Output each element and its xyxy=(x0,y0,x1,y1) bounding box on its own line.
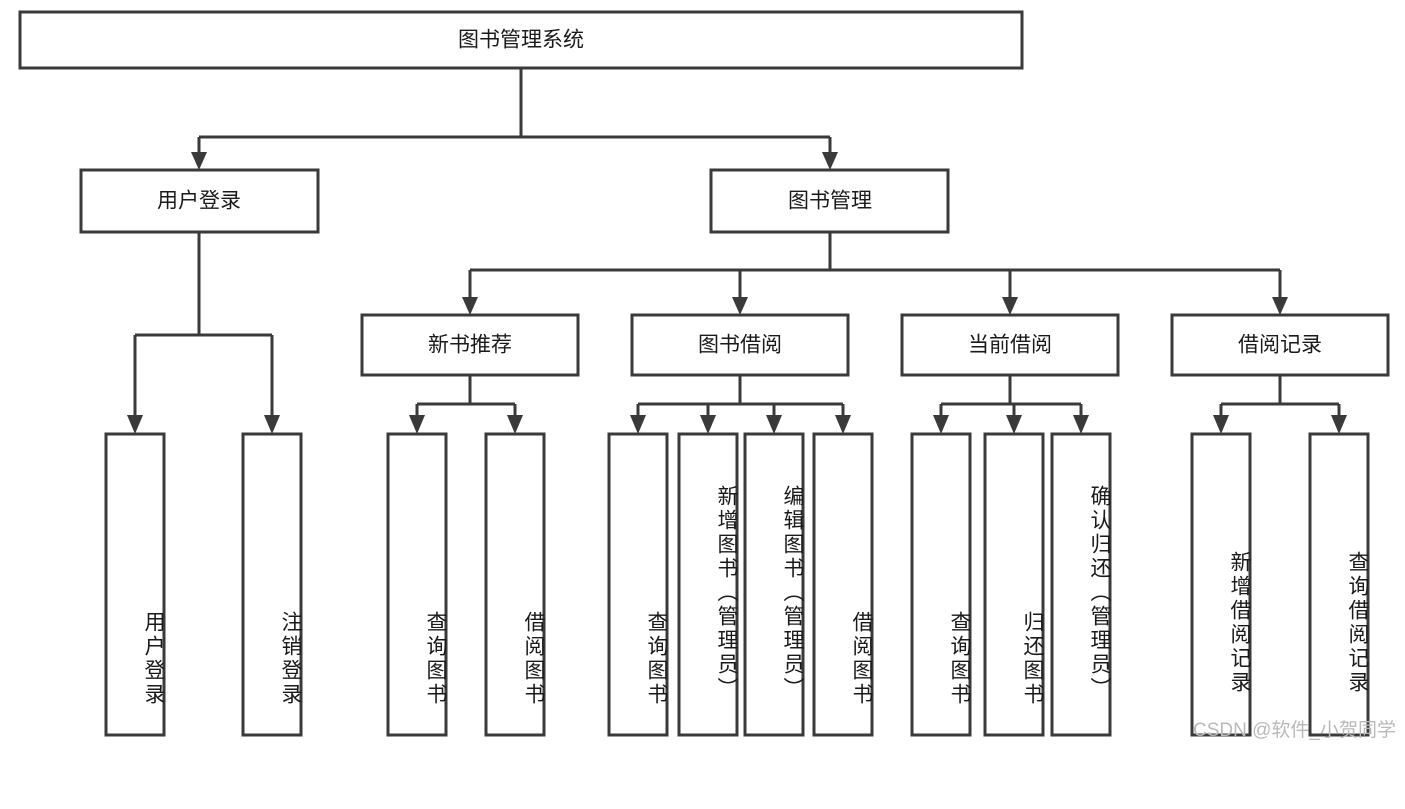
connector-borrow-record-to-leaves xyxy=(1213,375,1347,434)
node-user-login[interactable]: 用户登录 xyxy=(79,168,320,234)
arrow-head-icon xyxy=(127,415,143,434)
arrow-head-icon xyxy=(822,152,838,170)
connector-new-book-recommend-to-leaves xyxy=(409,375,523,434)
leaf-boxes-group xyxy=(104,432,1370,737)
node-borrow-record-label: 借阅记录 xyxy=(1238,334,1322,357)
connector-root-to-level2 xyxy=(191,68,838,170)
node-user-login-box[interactable] xyxy=(79,168,320,234)
node-user-login-label: 用户登录 xyxy=(157,190,241,213)
leaf-box-return-book[interactable] xyxy=(983,432,1045,737)
arrow-head-icon xyxy=(732,297,748,315)
arrow-head-icon xyxy=(766,415,782,434)
connector-book-management-to-level3 xyxy=(462,232,1288,315)
leaf-box-query-book-2[interactable] xyxy=(607,432,669,737)
leaf-box-query-book-1[interactable] xyxy=(386,432,448,737)
arrow-head-icon xyxy=(1073,415,1089,434)
node-new-book-recommend-label: 新书推荐 xyxy=(428,334,512,357)
node-current-borrow[interactable]: 当前借阅 xyxy=(900,313,1120,377)
leaf-box-add-borrow-record[interactable] xyxy=(1190,432,1252,737)
node-current-borrow-label: 当前借阅 xyxy=(968,334,1052,357)
leaf-box-edit-book-admin[interactable] xyxy=(743,432,805,737)
arrow-head-icon xyxy=(191,152,207,170)
node-root-box[interactable] xyxy=(18,10,1024,70)
node-book-management-label: 图书管理 xyxy=(788,190,872,213)
arrow-head-icon xyxy=(409,415,425,434)
leaf-box-confirm-return[interactable] xyxy=(1050,432,1112,737)
node-borrow-record[interactable]: 借阅记录 xyxy=(1170,313,1390,377)
leaf-box-borrow-book-1[interactable] xyxy=(484,432,546,737)
arrow-head-icon xyxy=(264,415,280,434)
arrow-head-icon xyxy=(462,297,478,315)
arrow-head-icon xyxy=(700,415,716,434)
leaf-box-user-login[interactable] xyxy=(104,432,166,737)
arrow-head-icon xyxy=(507,415,523,434)
arrow-head-icon xyxy=(630,415,646,434)
connector-book-borrow-to-leaves xyxy=(630,375,851,434)
node-new-book-recommend[interactable]: 新书推荐 xyxy=(360,313,580,377)
connector-user-login-to-leaves xyxy=(127,232,280,434)
connector-current-borrow-to-leaves xyxy=(933,375,1089,434)
arrow-head-icon xyxy=(1213,415,1229,434)
node-root-label: 图书管理系统 xyxy=(458,29,584,52)
node-current-borrow-box[interactable] xyxy=(900,313,1120,377)
arrow-head-icon xyxy=(1331,415,1347,434)
leaf-box-logout[interactable] xyxy=(241,432,303,737)
node-book-borrow-label: 图书借阅 xyxy=(698,334,782,357)
csdn-watermark: CSDN @软件_小贺同学 xyxy=(1193,720,1396,741)
leaf-box-borrow-book-2[interactable] xyxy=(812,432,874,737)
org-chart-svg: 图书管理系统 用户登录 图书管理 xyxy=(18,10,1390,737)
node-root[interactable]: 图书管理系统 xyxy=(18,10,1024,70)
arrow-head-icon xyxy=(1002,297,1018,315)
node-new-book-recommend-box[interactable] xyxy=(360,313,580,377)
leaf-box-query-borrow-record[interactable] xyxy=(1308,432,1370,737)
node-book-borrow[interactable]: 图书借阅 xyxy=(630,313,850,377)
leaf-box-query-book-3[interactable] xyxy=(910,432,972,737)
node-book-management[interactable]: 图书管理 xyxy=(709,168,950,234)
leaf-box-add-book-admin[interactable] xyxy=(677,432,739,737)
arrow-head-icon xyxy=(933,415,949,434)
arrow-head-icon xyxy=(1272,297,1288,315)
arrow-head-icon xyxy=(1006,415,1022,434)
arrow-head-icon xyxy=(835,415,851,434)
diagram-canvas-root: 图书管理系统 用户登录 图书管理 xyxy=(18,10,1396,741)
